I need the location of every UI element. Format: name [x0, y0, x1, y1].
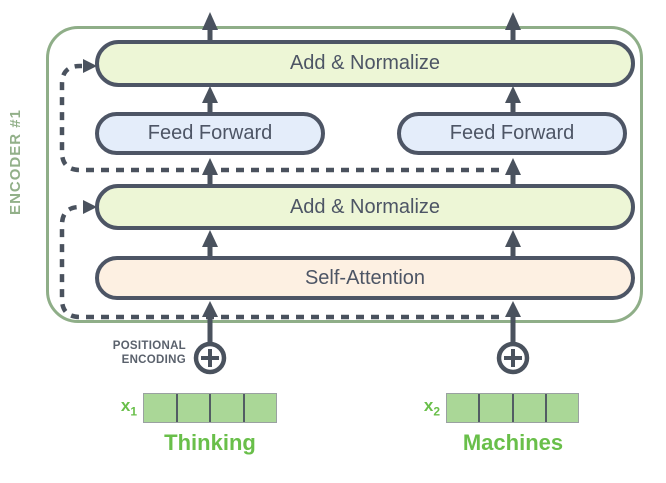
self-attention-label: Self-Attention	[304, 266, 426, 289]
input-token-thinking: Thinking	[164, 430, 256, 455]
positional-encoding-label: POSITIONAL ENCODING	[58, 339, 186, 367]
feed-forward-left-box: Feed Forward	[95, 112, 325, 155]
residual-bottom-arrowhead-icon	[83, 200, 97, 214]
feed-forward-right-label: Feed Forward	[449, 122, 575, 144]
positional-encoding-line1: POSITIONAL	[112, 340, 186, 352]
x2-var: x	[423, 396, 434, 415]
embedding-var-x2: x2	[388, 396, 440, 418]
residual-top-arrowhead-icon	[83, 59, 97, 73]
residual-connection-top-dashed-line	[59, 63, 499, 173]
input-arrow-right	[505, 301, 521, 344]
sa-to-addnorm-arrow-right	[505, 230, 521, 257]
add-normalize-top-label: Add & Normalize	[289, 52, 441, 74]
vector-cell	[511, 394, 545, 422]
vector-cell	[144, 394, 176, 422]
vector-cell	[209, 394, 243, 422]
embedding-vector-x1	[143, 393, 277, 423]
addnorm-to-ff-arrow-left	[202, 158, 218, 186]
addnorm-to-ff-arrow-right	[505, 158, 521, 186]
positional-encoding-line2: ENCODING	[121, 354, 186, 366]
vector-cell	[478, 394, 512, 422]
ff-to-addnorm-arrow-right	[505, 86, 521, 114]
x1-var: x	[120, 396, 131, 415]
vector-cell	[175, 394, 209, 422]
input-token-machines: Machines	[462, 430, 564, 455]
encoder-frame	[46, 26, 643, 323]
feed-forward-left-label: Feed Forward	[147, 122, 273, 144]
embedding-var-x1: x1	[85, 396, 137, 418]
x2-subscript: 2	[433, 404, 440, 419]
vector-cell	[242, 394, 276, 422]
x1-subscript: 1	[130, 404, 137, 419]
add-normalize-top-box: Add & Normalize	[95, 40, 635, 87]
add-normalize-mid-box: Add & Normalize	[95, 184, 635, 230]
residual-connection-bottom-dashed-line	[59, 204, 499, 320]
feed-forward-right-box: Feed Forward	[397, 112, 627, 155]
add-normalize-mid-label: Add & Normalize	[289, 195, 441, 218]
input-arrow-left	[202, 301, 218, 344]
positional-add-icon-left	[193, 341, 227, 375]
vector-cell	[544, 394, 578, 422]
positional-add-icon-right	[496, 341, 530, 375]
embedding-vector-x2	[446, 393, 579, 423]
ff-to-addnorm-arrow-left	[202, 86, 218, 114]
self-attention-box: Self-Attention	[95, 256, 635, 300]
sa-to-addnorm-arrow-left	[202, 230, 218, 257]
vector-cell	[447, 394, 479, 422]
